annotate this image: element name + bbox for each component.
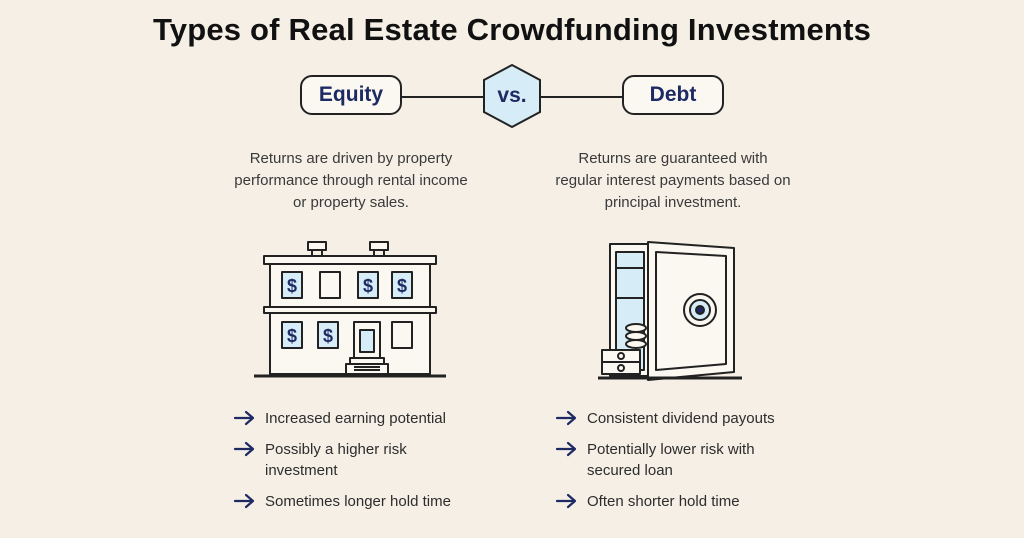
vs-hexagon xyxy=(483,63,541,129)
arrow-right-icon xyxy=(233,493,255,509)
list-item: Often shorter hold time xyxy=(555,491,815,512)
arrow-right-icon xyxy=(555,441,577,457)
svg-text:$: $ xyxy=(363,276,373,296)
debt-bullet-text: Consistent dividend payouts xyxy=(587,410,775,427)
vault-safe-icon xyxy=(598,241,742,381)
apartment-building-icon: $ $ $ $ $ xyxy=(254,241,446,378)
debt-label-pill: Debt xyxy=(622,75,724,115)
equity-bullet-list: Increased earning potential Possibly a h… xyxy=(233,408,493,522)
debt-description: Returns are guaranteed with regular inte… xyxy=(555,150,791,211)
list-item: Possibly a higher risk investment xyxy=(233,439,445,481)
arrow-right-icon xyxy=(555,493,577,509)
list-item: Potentially lower risk with secured loan xyxy=(555,439,787,481)
debt-bullet-list: Consistent dividend payouts Potentially … xyxy=(555,408,815,522)
svg-text:$: $ xyxy=(287,276,297,296)
vs-label: vs. xyxy=(497,84,527,107)
debt-bullet-text: Often shorter hold time xyxy=(587,493,740,510)
arrow-right-icon xyxy=(233,410,255,426)
equity-bullet-text: Increased earning potential xyxy=(265,410,446,427)
page-title: Types of Real Estate Crowdfunding Invest… xyxy=(152,12,872,47)
svg-text:$: $ xyxy=(397,276,407,296)
equity-bullet-text: Possibly a higher risk investment xyxy=(265,441,407,479)
debt-bullet-text: Potentially lower risk with secured loan xyxy=(587,441,755,479)
svg-text:$: $ xyxy=(323,326,333,346)
equity-label: Equity xyxy=(318,83,384,106)
debt-label: Debt xyxy=(649,83,697,106)
equity-description: Returns are driven by property performan… xyxy=(234,150,468,211)
svg-text:$: $ xyxy=(287,326,297,346)
list-item: Consistent dividend payouts xyxy=(555,408,815,429)
list-item: Increased earning potential xyxy=(233,408,493,429)
list-item: Sometimes longer hold time xyxy=(233,491,493,512)
arrow-right-icon xyxy=(555,410,577,426)
equity-bullet-text: Sometimes longer hold time xyxy=(265,493,451,510)
connector-line-left xyxy=(402,96,484,98)
arrow-right-icon xyxy=(233,441,255,457)
connector-line-right xyxy=(540,96,624,98)
equity-label-pill: Equity xyxy=(300,75,402,115)
